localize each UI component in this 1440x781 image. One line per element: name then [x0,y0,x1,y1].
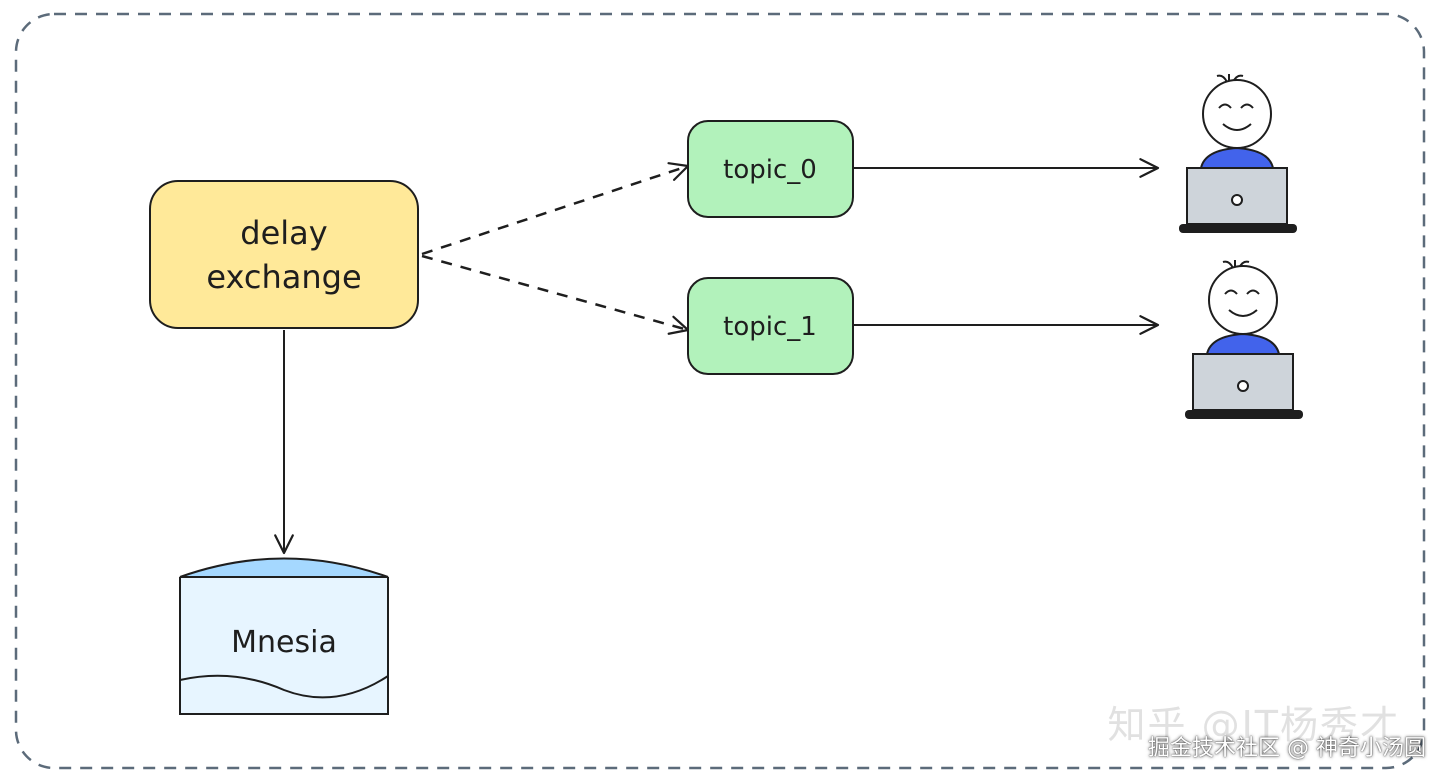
right-eye [1246,289,1260,295]
juejin-watermark: 掘金技术社区 @ 神奇小汤圆 [1148,736,1426,761]
laptop-base [1185,410,1303,419]
mnesia-wave [179,674,389,699]
laptop-logo [1237,380,1249,392]
mnesia-cylinder-top [179,557,389,578]
left-eye [1224,289,1238,295]
zhihu-watermark: 知乎 @IT杨秀才 [1107,703,1400,747]
topic-0-box [687,120,854,218]
smile [1222,123,1252,131]
delay-exchange-label-line2: exchange [206,258,361,296]
node-mnesia: Mnesia [179,557,389,715]
topic-0-label: topic_0 [723,155,817,185]
right-eye [1240,103,1254,109]
laptop-base [1179,224,1297,233]
topic-1-box [687,277,854,375]
mnesia-cylinder-body [179,577,389,715]
shirt [1199,146,1275,169]
left-eye [1218,103,1232,109]
edge-exchange-topic1 [421,254,690,335]
consumer-1-icon [1185,260,1303,419]
edge-exchange-topic0 [421,162,690,256]
face [1202,79,1272,149]
laptop-logo [1231,194,1243,206]
node-topic-1: topic_1 [687,277,854,375]
consumer-0-icon [1179,74,1297,233]
node-topic-0: topic_0 [687,120,854,218]
delay-exchange-box [149,180,419,329]
smile [1228,309,1258,317]
outer-frame [14,12,1426,770]
shirt [1205,332,1281,355]
topic-1-label: topic_1 [723,312,817,342]
face [1208,265,1278,335]
delay-exchange-label-line1: delay [240,214,327,252]
mnesia-label: Mnesia [231,625,337,660]
node-delay-exchange: delay exchange [149,180,419,329]
